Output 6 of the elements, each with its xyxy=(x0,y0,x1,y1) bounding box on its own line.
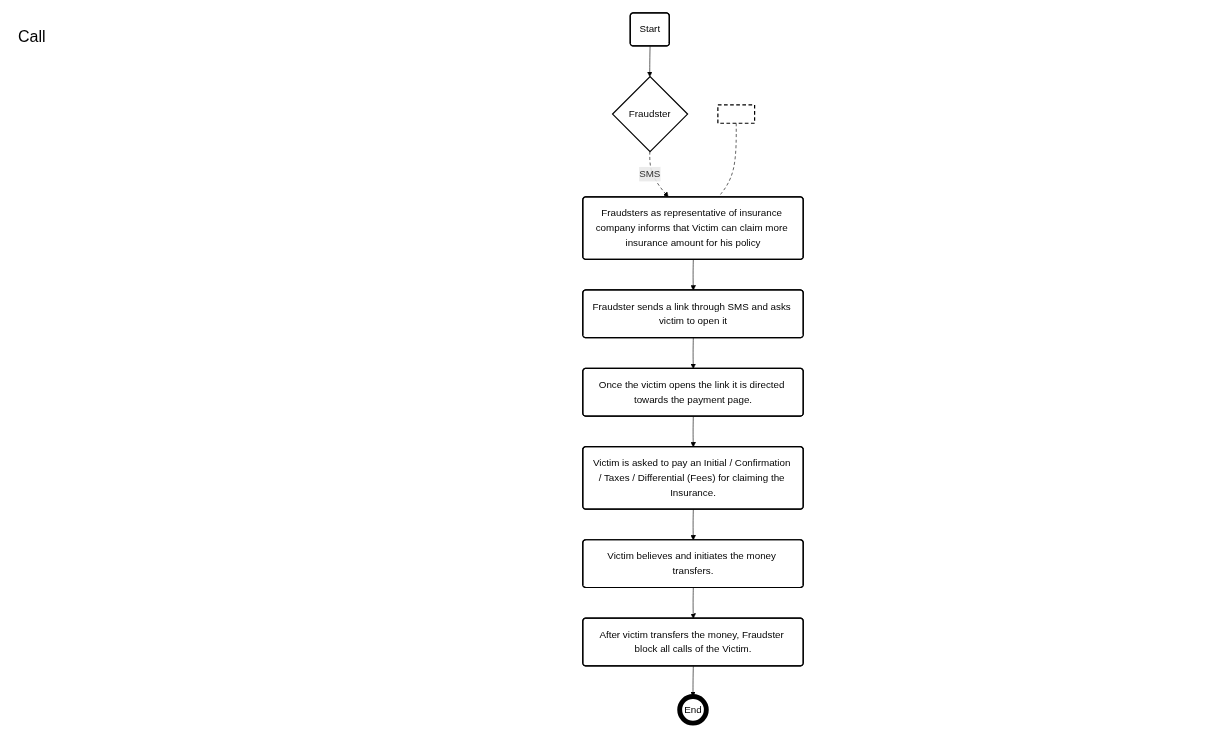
connector xyxy=(717,122,737,198)
node-circle: End xyxy=(676,694,709,726)
channel-label: Call xyxy=(18,28,46,46)
node-diamond: Fraudster xyxy=(611,75,688,153)
edge-label: SMS xyxy=(638,168,660,180)
node-box xyxy=(716,104,755,124)
